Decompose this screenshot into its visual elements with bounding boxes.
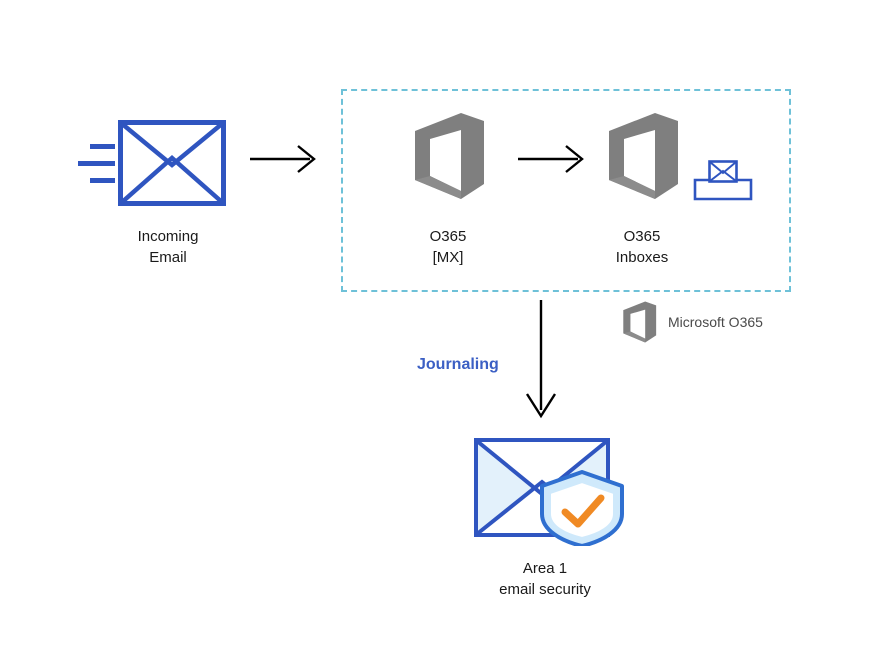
incoming-to-mx-arrow (250, 145, 316, 173)
office365-logo-icon (415, 113, 484, 199)
mx-to-inboxes-arrow (518, 145, 584, 173)
incoming-email-label: Incoming Email (137, 228, 199, 266)
motion-lines-icon (78, 144, 115, 183)
legend-item-label: Microsoft O365 (668, 314, 763, 330)
office365-logo-icon (623, 301, 657, 343)
area1-label: Area 1 email security (499, 560, 591, 598)
envelope-icon (118, 120, 226, 206)
journaling-label: Journaling (417, 356, 499, 373)
journaling-arrow (525, 300, 557, 419)
o365-mx-label: O365 [MX] (429, 228, 467, 266)
o365-inboxes-label: O365 Inboxes (615, 228, 669, 266)
inbox-tray-envelope-icon (693, 160, 753, 201)
microsoft-o365-zone (341, 89, 791, 292)
shielded-envelope-icon (474, 438, 624, 546)
office365-logo-icon (609, 113, 678, 199)
